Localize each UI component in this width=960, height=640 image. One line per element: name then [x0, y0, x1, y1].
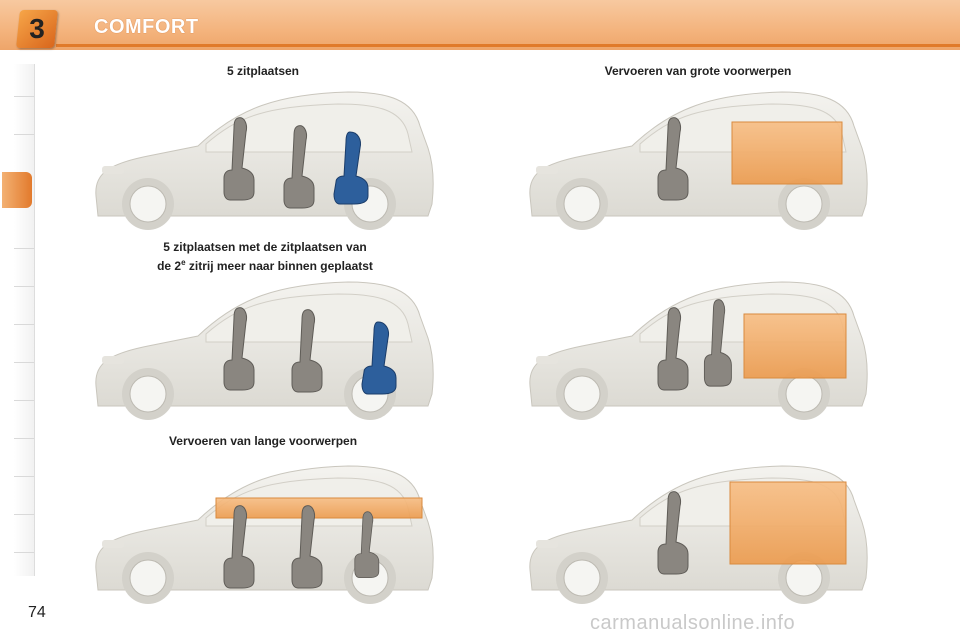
header-underline: [56, 44, 960, 47]
cargo-box: [731, 121, 843, 185]
caption-line-2-pre: de 2: [157, 259, 182, 273]
caption-line-2: de 2e zitrij meer naar binnen geplaatst: [100, 255, 430, 274]
watermark: carmanualsonline.info: [590, 612, 796, 634]
caption-five-seats: 5 zitplaatsen: [226, 64, 300, 78]
car-large-objects-3: [529, 465, 868, 605]
cargo-box: [729, 481, 847, 565]
caption-large-objects: Vervoeren van grote voorwerpen: [604, 64, 792, 78]
caption-line-1: 5 zitplaatsen met de zitplaatsen van: [163, 240, 367, 254]
chapter-header: [0, 0, 960, 50]
chapter-tab[interactable]: [14, 476, 34, 477]
chapter-tab[interactable]: [14, 324, 34, 325]
car-large-objects-1: [529, 91, 868, 231]
car-long-objects: [95, 465, 434, 605]
chapter-tab[interactable]: [14, 362, 34, 363]
caption-line-2-post: zitrij meer naar binnen geplaatst: [185, 259, 373, 273]
page-number: 74: [28, 604, 46, 621]
caption-superscript: e: [181, 258, 186, 267]
chapter-tab[interactable]: [14, 286, 34, 287]
cargo-box: [743, 313, 847, 379]
chapter-title: COMFORT: [94, 16, 199, 38]
caption-five-seats-inward: 5 zitplaatsen met de zitplaatsen van de …: [100, 240, 430, 274]
caption-long-objects: Vervoeren van lange voorwerpen: [168, 434, 358, 448]
chapter-tab[interactable]: [14, 248, 34, 249]
car-five-seats-inward: [95, 281, 434, 421]
car-large-objects-2: [529, 281, 868, 421]
chapter-badge: 3: [16, 10, 58, 48]
chapter-tab[interactable]: [14, 400, 34, 401]
chapter-tab-rail: [14, 64, 35, 576]
chapter-tab[interactable]: [14, 514, 34, 515]
chapter-tab[interactable]: [14, 438, 34, 439]
chapter-tab[interactable]: [14, 96, 34, 97]
chapter-number: 3: [29, 13, 45, 44]
chapter-tab[interactable]: [14, 134, 34, 135]
chapter-tab-active[interactable]: [2, 172, 32, 208]
chapter-tab[interactable]: [14, 552, 34, 553]
car-five-seats: [95, 91, 434, 231]
